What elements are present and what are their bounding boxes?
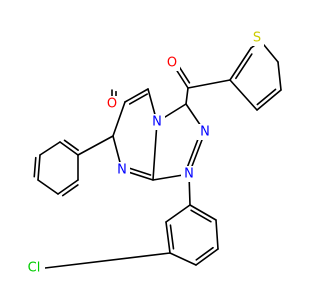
bond-20 <box>77 135 114 156</box>
bond-31 <box>169 252 197 266</box>
atom-n-aryl: N <box>184 167 194 182</box>
bond-1 <box>124 88 149 103</box>
double-bond-10 <box>190 209 212 223</box>
bond-28 <box>189 204 217 221</box>
bond-34 <box>44 252 171 269</box>
bond-2 <box>112 101 126 137</box>
double-bond-1 <box>126 166 152 176</box>
atom-n-bridgehead: N <box>152 115 162 130</box>
molecule-structure: O O S N N N N Cl <box>23 30 282 276</box>
bond-30 <box>195 248 219 266</box>
double-bond-0 <box>128 93 149 105</box>
bond-19 <box>263 44 279 63</box>
bond-33 <box>165 204 191 223</box>
double-bond-2 <box>186 134 201 169</box>
atom-o-ketone: O <box>167 56 177 71</box>
bond-18 <box>277 61 282 91</box>
bond-32 <box>165 221 171 254</box>
double-bond-7 <box>33 156 37 178</box>
bond-lines <box>33 39 282 269</box>
double-bond-11 <box>195 246 214 261</box>
bond-22 <box>39 141 61 156</box>
atom-s-thiophene: S <box>253 31 261 46</box>
double-bond-6 <box>256 88 277 106</box>
double-bond-5 <box>235 53 253 80</box>
bond-11 <box>185 87 189 105</box>
atom-n-triazole-right: N <box>200 125 210 140</box>
bond-21 <box>59 141 79 156</box>
bond-29 <box>215 219 219 250</box>
atom-labels: O O S N N N N Cl <box>23 30 264 276</box>
atom-o-carbonyl: O <box>107 97 117 112</box>
bond-23 <box>37 154 41 181</box>
bond-25 <box>57 179 79 195</box>
double-bond-8 <box>61 184 79 197</box>
atom-n-pyrimidine: N <box>117 163 127 178</box>
double-bond-12 <box>169 224 175 250</box>
bond-16 <box>229 79 258 111</box>
bond-13 <box>187 79 231 89</box>
bond-5 <box>152 121 158 181</box>
bond-24 <box>37 179 59 195</box>
atom-cl-substituent: Cl <box>28 261 41 276</box>
bond-17 <box>256 89 282 111</box>
bond-14 <box>229 47 252 81</box>
double-bond-9 <box>63 139 79 151</box>
